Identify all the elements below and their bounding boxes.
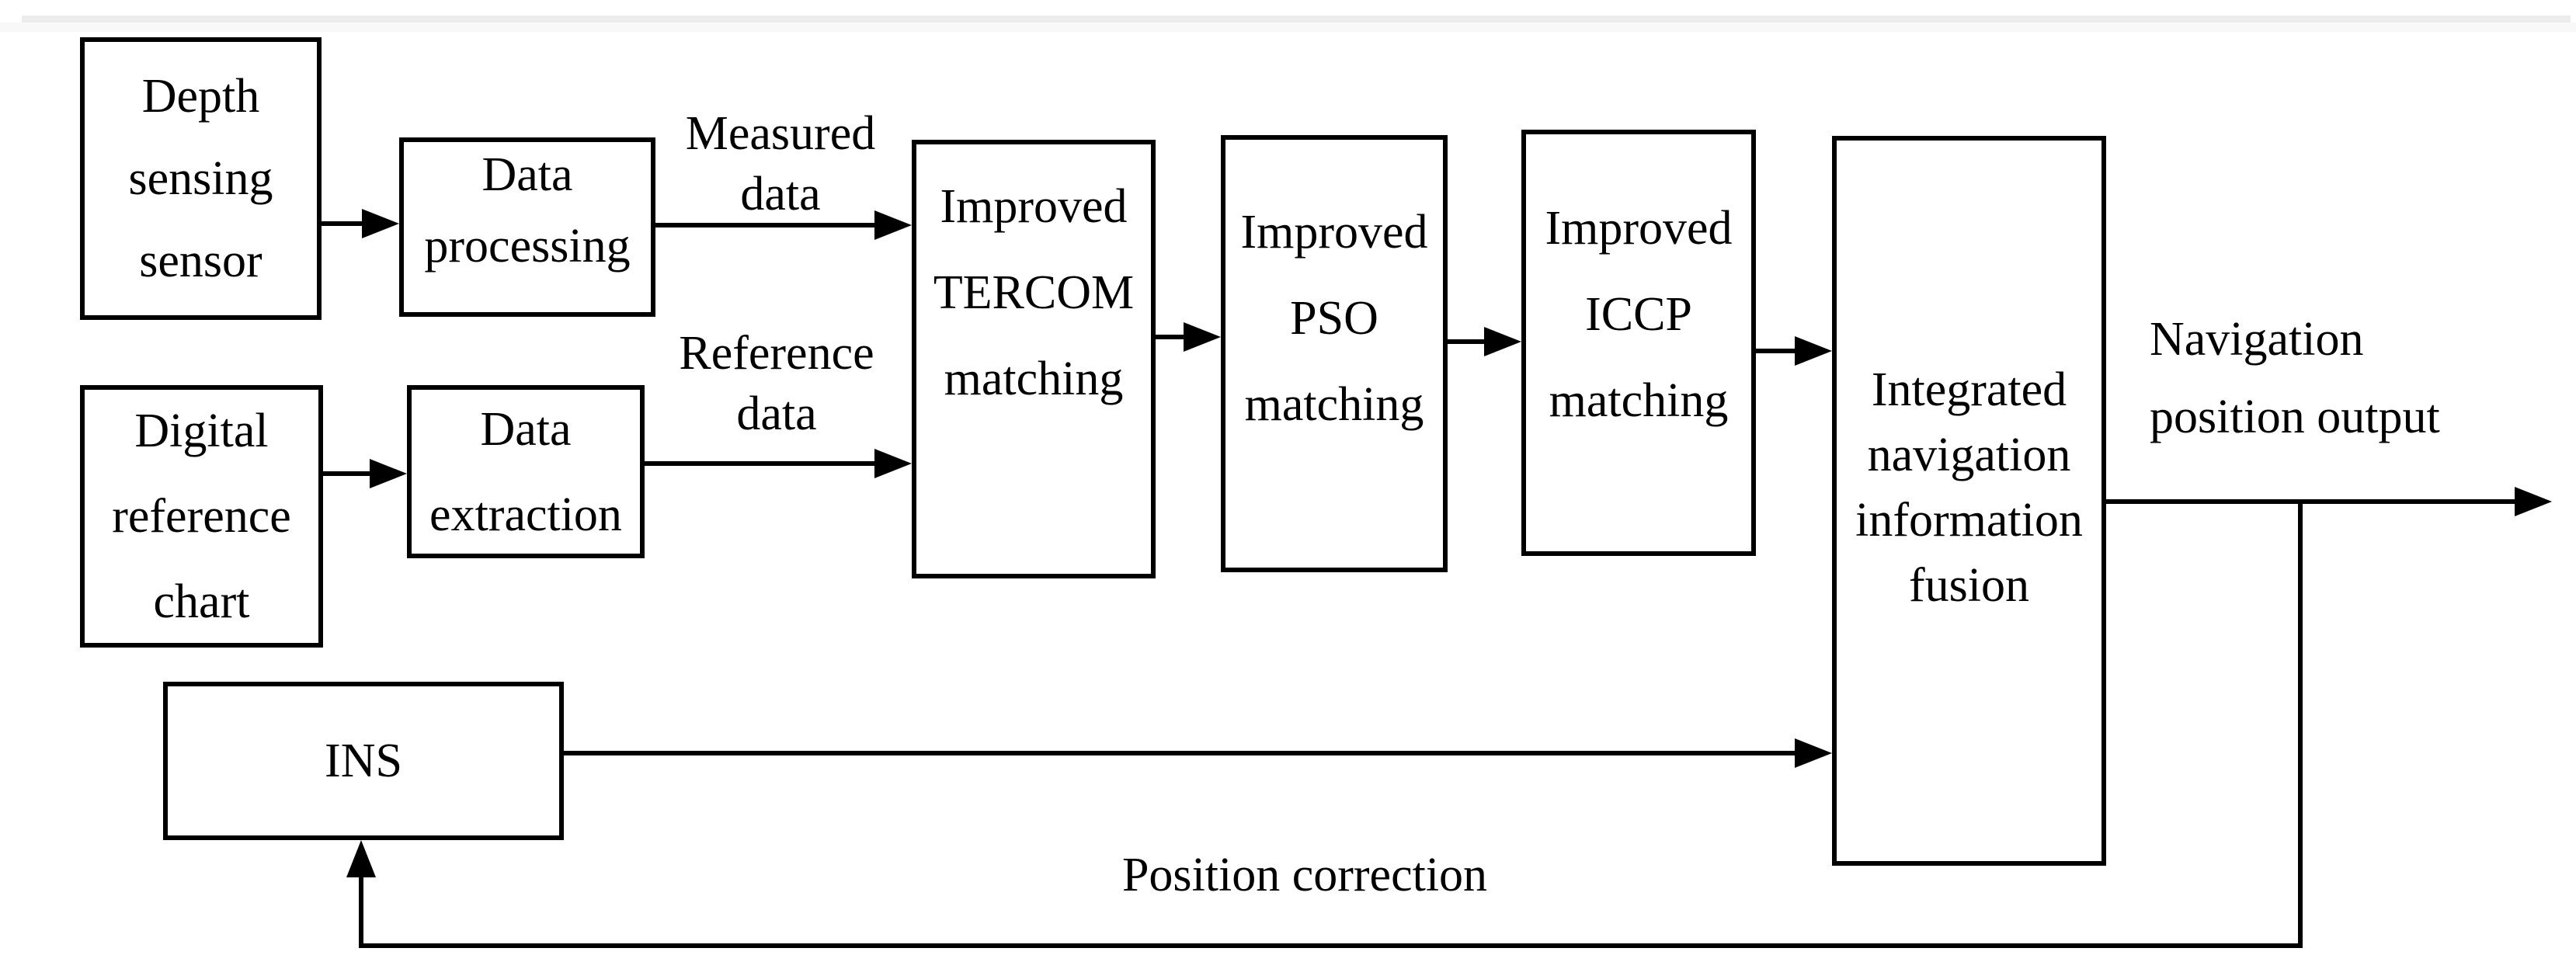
box-label: Data processing: [424, 139, 630, 282]
label-line: Measured: [685, 107, 876, 160]
arrowhead-right-icon: [1795, 738, 1832, 768]
box-label-line: ICCP: [1585, 288, 1692, 341]
arrow-shaft: [645, 461, 874, 466]
label-navigation-position-output: Navigation position output: [2150, 300, 2515, 456]
box-label-line: PSO: [1290, 292, 1378, 345]
box-label-line: TERCOM: [933, 266, 1135, 319]
box-label: Depth sensing sensor: [129, 55, 273, 302]
box-label-line: Data: [480, 402, 572, 456]
box-label: Data extraction: [429, 387, 622, 557]
box-label-line: processing: [424, 219, 631, 273]
label-reference-data: Reference data: [621, 323, 932, 444]
feedback-branch-down: [2298, 499, 2303, 948]
arrowhead-up-icon: [346, 840, 376, 877]
box-label-line: Digital: [134, 405, 269, 457]
box-label-line: matching: [1549, 374, 1729, 427]
box-label-line: Improved: [1545, 202, 1733, 255]
arrowhead-right-icon: [1184, 322, 1221, 352]
box-label: INS: [325, 722, 402, 800]
box-label-line: Depth: [141, 70, 260, 123]
scan-artifact-band-faint: [0, 23, 2576, 32]
box-label: Improved TERCOM matching: [933, 164, 1134, 422]
box-label-line: matching: [1244, 378, 1424, 431]
box-digital-reference-chart: Digital reference chart: [80, 385, 323, 648]
box-label-line: Data: [481, 148, 573, 201]
label-line: data: [736, 387, 817, 440]
box-depth-sensing-sensor: Depth sensing sensor: [80, 37, 322, 320]
box-label-line: navigation: [1867, 429, 2071, 481]
box-label-line: Integrated: [1871, 363, 2067, 416]
arrowhead-right-icon: [874, 210, 912, 240]
arrow-shaft: [2106, 499, 2515, 504]
box-data-extraction: Data extraction: [407, 385, 645, 558]
box-label-line: INS: [325, 735, 402, 787]
arrow-shaft: [1156, 335, 1184, 339]
box-improved-tercom-matching: Improved TERCOM matching: [912, 140, 1156, 578]
feedback-bottom-line: [359, 943, 2303, 948]
label-position-correction: Position correction: [1111, 845, 1499, 905]
arrow-shaft: [564, 751, 1795, 755]
arrow-shaft: [1448, 339, 1484, 344]
arrow-shaft: [321, 221, 362, 226]
arrow-shaft: [655, 223, 874, 227]
box-improved-pso-matching: Improved PSO matching: [1221, 135, 1448, 572]
box-label-line: fusion: [1909, 559, 2029, 612]
arrowhead-right-icon: [874, 449, 912, 478]
box-label-line: information: [1855, 494, 2083, 547]
box-label: Improved PSO matching: [1240, 189, 1427, 448]
label-measured-data: Measured data: [625, 103, 936, 224]
label-line: Navigation: [2150, 313, 2364, 366]
box-label-line: matching: [944, 353, 1124, 405]
feedback-rise-line: [359, 874, 363, 948]
box-label-line: reference: [112, 490, 291, 543]
arrow-shaft: [323, 471, 370, 476]
box-label-line: sensor: [139, 234, 262, 287]
box-label-line: Improved: [1240, 206, 1428, 259]
box-label: Digital reference chart: [112, 388, 291, 644]
box-integrated-navigation-information-fusion: Integrated navigation information fusion: [1832, 136, 2106, 866]
arrowhead-right-icon: [1484, 327, 1521, 356]
box-improved-iccp-matching: Improved ICCP matching: [1521, 130, 1756, 556]
arrowhead-right-icon: [362, 209, 399, 238]
box-label: Improved ICCP matching: [1545, 186, 1732, 444]
box-label-line: extraction: [429, 488, 622, 541]
arrowhead-right-icon: [2515, 487, 2552, 516]
arrow-shaft: [1756, 349, 1795, 353]
label-line: Position correction: [1121, 849, 1488, 901]
box-data-processing: Data processing: [399, 137, 655, 317]
box-ins: INS: [163, 682, 564, 840]
box-label: Integrated navigation information fusion: [1855, 357, 2083, 618]
label-line: position output: [2150, 391, 2440, 443]
label-line: Reference: [679, 327, 874, 380]
box-label-line: sensing: [128, 152, 273, 205]
box-label-line: Improved: [940, 180, 1128, 233]
arrowhead-right-icon: [370, 459, 407, 488]
arrowhead-right-icon: [1795, 336, 1832, 366]
scan-artifact-band: [22, 16, 2571, 23]
label-line: data: [740, 168, 821, 221]
box-label-line: chart: [153, 575, 250, 628]
